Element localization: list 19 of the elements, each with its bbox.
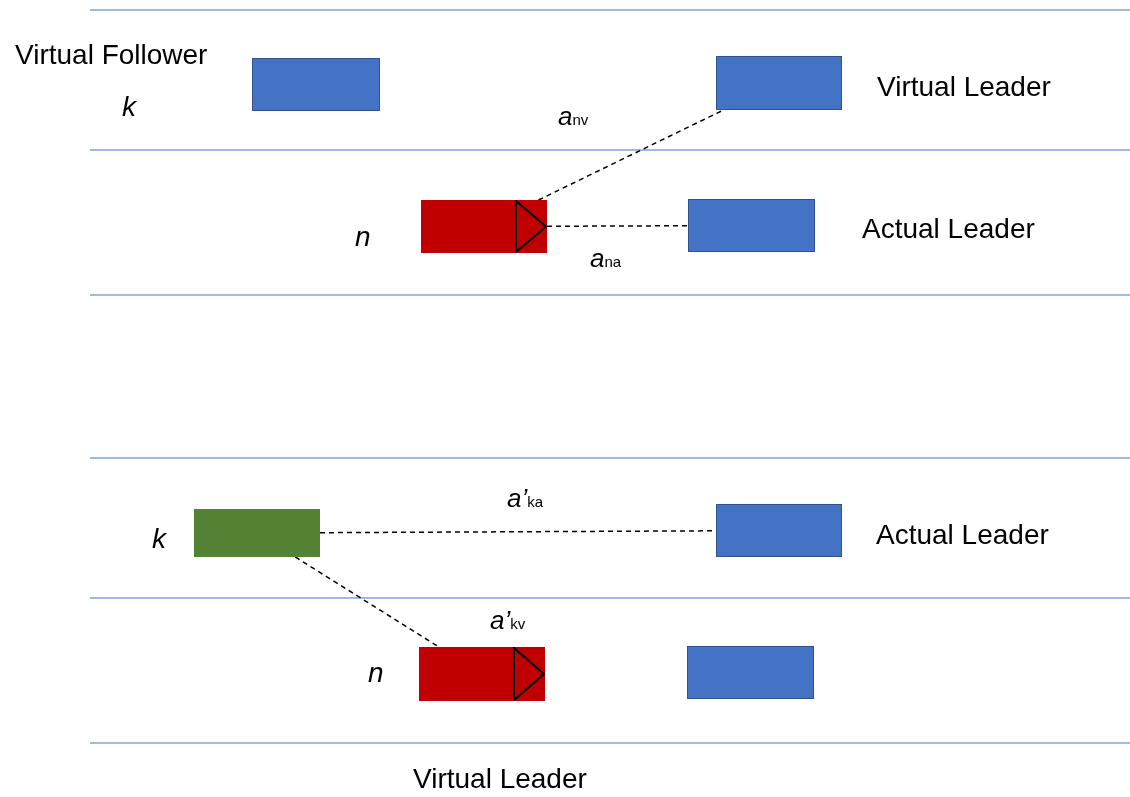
vehicle-caption: Virtual Follower [15, 40, 208, 71]
vehicle-box [716, 56, 842, 110]
vehicle-symbol: k [122, 92, 136, 123]
vehicle-box [252, 58, 380, 111]
vehicle-caption: Actual Leader [862, 214, 1035, 245]
vehicle-caption: Virtual Leader [877, 72, 1051, 103]
vehicle-symbol: n [368, 658, 384, 689]
dashed-line [294, 556, 440, 648]
vehicle-box [687, 646, 814, 699]
dashed-line [546, 225, 689, 227]
vehicle-symbol: n [355, 222, 371, 253]
vehicle-box [716, 504, 842, 557]
caption-text: Virtual Leader [413, 764, 587, 795]
vehicle-box [419, 647, 545, 701]
vehicle-caption: Actual Leader [876, 520, 1049, 551]
vehicle-box [194, 509, 320, 557]
vehicle-box [421, 200, 547, 253]
vehicle-symbol: k [152, 524, 166, 555]
vehicle-box [688, 199, 815, 252]
